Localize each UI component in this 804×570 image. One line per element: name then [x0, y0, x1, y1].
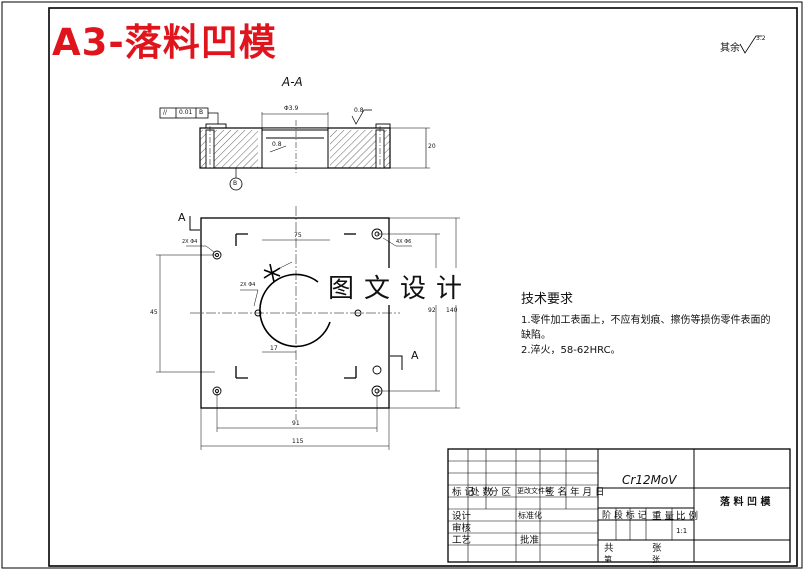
stage-scale: 比 例: [676, 511, 699, 522]
technical-requirements: 技术要求 1.零件加工表面上，不应有划痕、擦伤等损伤零件表面的 缺陷。 2.淬火…: [521, 292, 781, 358]
tolerance-value: 0.01: [179, 109, 193, 116]
title-block: [447, 448, 791, 563]
scale-value: 1:1: [676, 527, 688, 535]
sheet-total-unit: 张: [652, 543, 662, 554]
role-standard: 标准化: [518, 511, 542, 520]
dim-bore: Φ3.9: [284, 105, 299, 112]
dim-offset: 17: [270, 345, 278, 352]
tolerance-datum: B: [199, 109, 204, 116]
stage-mark: 阶 段 标 记: [602, 511, 647, 521]
inner-frame: [48, 7, 798, 567]
dim-width-inner: 75: [294, 232, 302, 239]
stage-weight: 重 量: [652, 511, 675, 522]
material: Cr12MoV: [622, 473, 677, 487]
dim-hole-a: 2X Φ4: [182, 239, 198, 245]
role-approve: 批准: [520, 535, 540, 546]
dim-height-left: 45: [150, 309, 158, 316]
dim-hole-spacing: 91: [292, 420, 300, 427]
section-mark-right: A: [411, 349, 419, 362]
hdr-mark: 标 记: [452, 487, 475, 498]
watermark: 图文设计: [322, 268, 479, 305]
dim-thickness: 20: [428, 143, 436, 150]
dim-overall-height: 140: [446, 307, 458, 314]
sheet-total: 共: [604, 543, 614, 554]
sheet-no: 第: [604, 555, 612, 564]
roughness-symbol: [739, 35, 762, 54]
sheet-no-unit: 张: [652, 555, 660, 564]
tolerance-symbol: //: [163, 109, 168, 116]
dim-hole-b: 4X Φ6: [396, 239, 412, 245]
hdr-zone: 分 区: [489, 487, 512, 498]
dim-hole-c: 2X Φ4: [240, 282, 256, 288]
other-roughness-value: 3.2: [756, 35, 766, 42]
other-roughness-label: 其余: [720, 43, 740, 54]
section-view: [159, 107, 430, 191]
requirement-line-2: 缺陷。: [521, 330, 551, 341]
hdr-sign: 签 名: [545, 487, 568, 498]
role-process: 工艺: [452, 535, 472, 546]
role-review: 审核: [452, 523, 472, 534]
plan-view: [156, 206, 460, 450]
hdr-date: 年 月 日: [570, 487, 605, 498]
role-design: 设计: [452, 511, 472, 522]
requirement-line-1: 1.零件加工表面上，不应有划痕、擦伤等损伤零件表面的: [521, 315, 771, 326]
section-label: A-A: [282, 75, 303, 89]
requirements-heading: 技术要求: [521, 292, 574, 307]
requirement-line-3: 2.淬火，58-62HRC。: [521, 345, 621, 356]
datum-letter: B: [233, 180, 238, 187]
dim-height-inner: 92: [428, 307, 436, 314]
dim-overall-width: 115: [292, 438, 304, 445]
hdr-change-doc: 更改文件号: [517, 487, 552, 495]
dim-roughness-top: 0.8: [354, 107, 364, 114]
section-mark-left: A: [178, 211, 186, 224]
part-name: 落 料 凹 模: [720, 497, 771, 508]
hdr-count: 处 数: [470, 487, 493, 498]
dim-roughness-inner: 0.8: [272, 141, 282, 148]
drawing-title: A3-落料凹模: [52, 21, 277, 64]
